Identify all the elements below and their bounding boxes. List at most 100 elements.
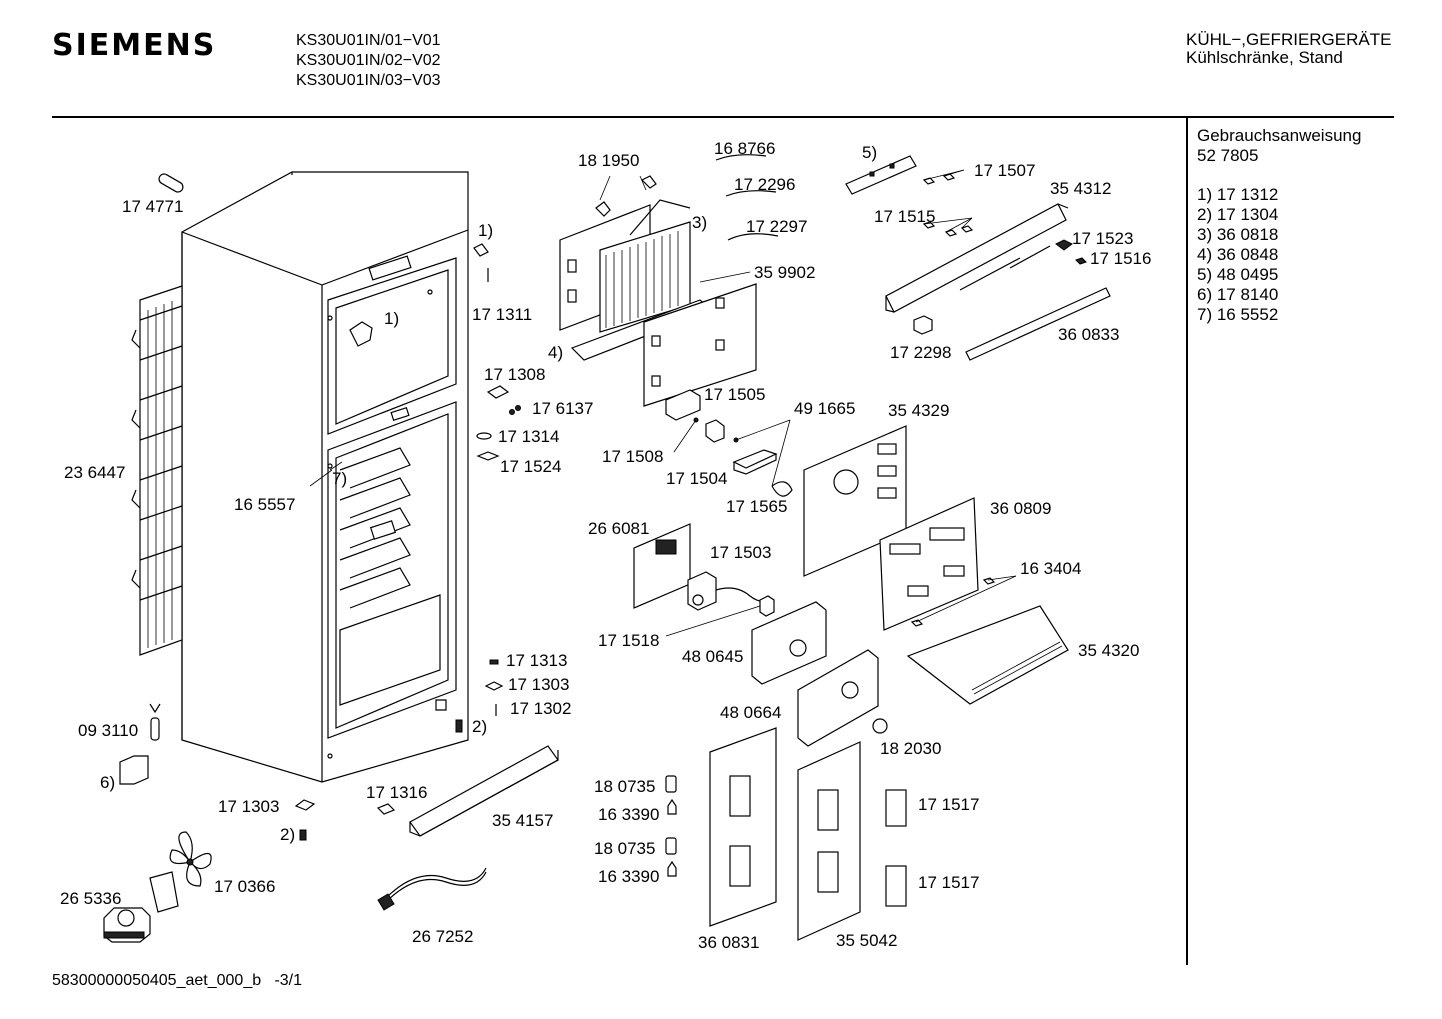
part-label: 17 1314 — [498, 427, 559, 446]
drain-tube-174771 — [158, 173, 184, 193]
part-label: 17 1505 — [704, 385, 765, 404]
part-label: 17 1565 — [726, 497, 787, 516]
part-label: 26 5336 — [60, 889, 121, 908]
part-label: 35 4312 — [1050, 179, 1111, 198]
part-label: 26 6081 — [588, 519, 649, 538]
part-label: 35 4157 — [492, 811, 553, 830]
part-label: 17 1508 — [602, 447, 663, 466]
part-label: 17 2297 — [746, 217, 807, 236]
document-footer: 58300000050405_aet_000_b -3/1 — [52, 972, 302, 990]
evaporator-assembly — [559, 154, 779, 407]
part-label: 17 1504 — [666, 469, 727, 488]
part-label: 6) — [100, 773, 115, 792]
product-category: KÜHL−,GEFRIERGERÄTE Kühlschränke, Stand — [1186, 31, 1391, 67]
capacitor-093110 — [149, 703, 161, 741]
footnote-item: 1) 17 1312 — [1197, 185, 1279, 204]
part-label: 16 8766 — [714, 139, 775, 158]
part-label: 16 3390 — [598, 805, 659, 824]
part-label: 17 2296 — [734, 175, 795, 194]
part-label: 17 6137 — [532, 399, 593, 418]
brand-logo: SIEMENS — [52, 28, 217, 63]
footnote-item: 2) 17 1304 — [1197, 205, 1279, 224]
control-panel-group — [845, 155, 1111, 361]
part-label: 2) — [280, 825, 295, 844]
part-labels: 17 4771 23 6447 16 5557 7) 1) 1) 17 1311… — [60, 139, 1151, 952]
part-label: 17 1313 — [506, 651, 567, 670]
condenser-grid — [131, 285, 183, 656]
part-label: 35 9902 — [754, 263, 815, 282]
part-label: 17 2298 — [890, 343, 951, 362]
part-label: 18 0735 — [594, 777, 655, 796]
duct-panel-360809 — [879, 497, 996, 631]
manual-label: Gebrauchsanweisung — [1197, 126, 1362, 145]
part-label: 16 5557 — [234, 495, 295, 514]
thermostat-group — [476, 385, 793, 497]
footnote-item: 5) 48 0495 — [1197, 265, 1279, 284]
model-number: KS30U01IN/01−V01 — [296, 32, 441, 49]
header-divider — [52, 116, 1394, 118]
part-label: 17 1517 — [918, 873, 979, 892]
part-label: 17 1523 — [1072, 229, 1133, 248]
power-cord-267252 — [377, 867, 487, 911]
manual-number: 52 7805 — [1197, 146, 1259, 165]
part-label: 17 1518 — [598, 631, 659, 650]
part-label: 17 1302 — [510, 699, 571, 718]
footnote-item: 6) 17 8140 — [1197, 285, 1279, 304]
model-list: KS30U01IN/01−V01 KS30U01IN/02−V02 KS30U0… — [296, 31, 441, 91]
part-label: 36 0831 — [698, 933, 759, 952]
footnote-item: 3) 36 0818 — [1197, 225, 1279, 244]
part-label: 17 1524 — [500, 457, 561, 476]
part-label: 17 1303 — [508, 675, 569, 694]
part-label: 36 0833 — [1058, 325, 1119, 344]
sidebar-divider — [1186, 118, 1188, 965]
door-panels — [665, 727, 907, 941]
doc-id: 58300000050405_aet_000_b — [52, 972, 262, 989]
part-label: 35 4329 — [888, 401, 949, 420]
footnote-item: 4) 36 0848 — [1197, 245, 1279, 264]
part-label: 18 0735 — [594, 839, 655, 858]
category-subtitle: Kühlschränke, Stand — [1186, 48, 1343, 67]
part-label: 5) — [862, 143, 877, 162]
part-label: 16 3404 — [1020, 559, 1081, 578]
category-title: KÜHL−,GEFRIERGERÄTE — [1186, 30, 1392, 49]
part-label: 17 1503 — [710, 543, 771, 562]
part-label: 35 4320 — [1078, 641, 1139, 660]
part-label: 48 0645 — [682, 647, 743, 666]
footnote-item: 7) 16 5552 — [1197, 305, 1279, 324]
fridge-cabinet — [181, 171, 469, 783]
part-label: 17 1316 — [366, 783, 427, 802]
model-number: KS30U01IN/03−V03 — [296, 72, 441, 89]
part-label: 23 6447 — [64, 463, 125, 482]
part-label: 16 3390 — [598, 867, 659, 886]
part-label: 48 0664 — [720, 703, 781, 722]
part-label: 49 1665 — [794, 399, 855, 418]
part-label: 17 1515 — [874, 207, 935, 226]
part-label: 18 2030 — [880, 739, 941, 758]
part-label: 1) — [384, 309, 399, 328]
part-label: 17 1516 — [1090, 249, 1151, 268]
fan-blade-170366 — [149, 831, 212, 913]
relay-6 — [119, 755, 149, 785]
part-label: 17 0366 — [214, 877, 275, 896]
part-label: 17 1303 — [218, 797, 279, 816]
part-label: 7) — [332, 469, 347, 488]
crisper-cover-354320 — [906, 605, 1069, 705]
small-clips-left — [294, 243, 504, 841]
part-label: 17 1507 — [974, 161, 1035, 180]
part-label: 17 4771 — [122, 197, 183, 216]
sidebar-legend: Gebrauchsanweisung 52 7805 1) 17 1312 2)… — [1197, 126, 1361, 325]
part-label: 09 3110 — [78, 721, 138, 740]
part-label: 26 7252 — [412, 927, 473, 946]
part-label: 35 5042 — [836, 931, 897, 950]
page-number: -3/1 — [274, 972, 303, 989]
fan-housing-group — [633, 523, 888, 747]
part-label: 4) — [548, 343, 563, 362]
part-label: 2) — [472, 717, 487, 736]
leader-lines — [309, 169, 1017, 637]
part-label: 17 1308 — [484, 365, 545, 384]
model-number: KS30U01IN/02−V02 — [296, 52, 441, 69]
door-handle-354157 — [409, 745, 559, 837]
part-label: 17 1517 — [918, 795, 979, 814]
part-label: 1) — [478, 221, 493, 240]
fan-motor-265336 — [103, 907, 151, 943]
